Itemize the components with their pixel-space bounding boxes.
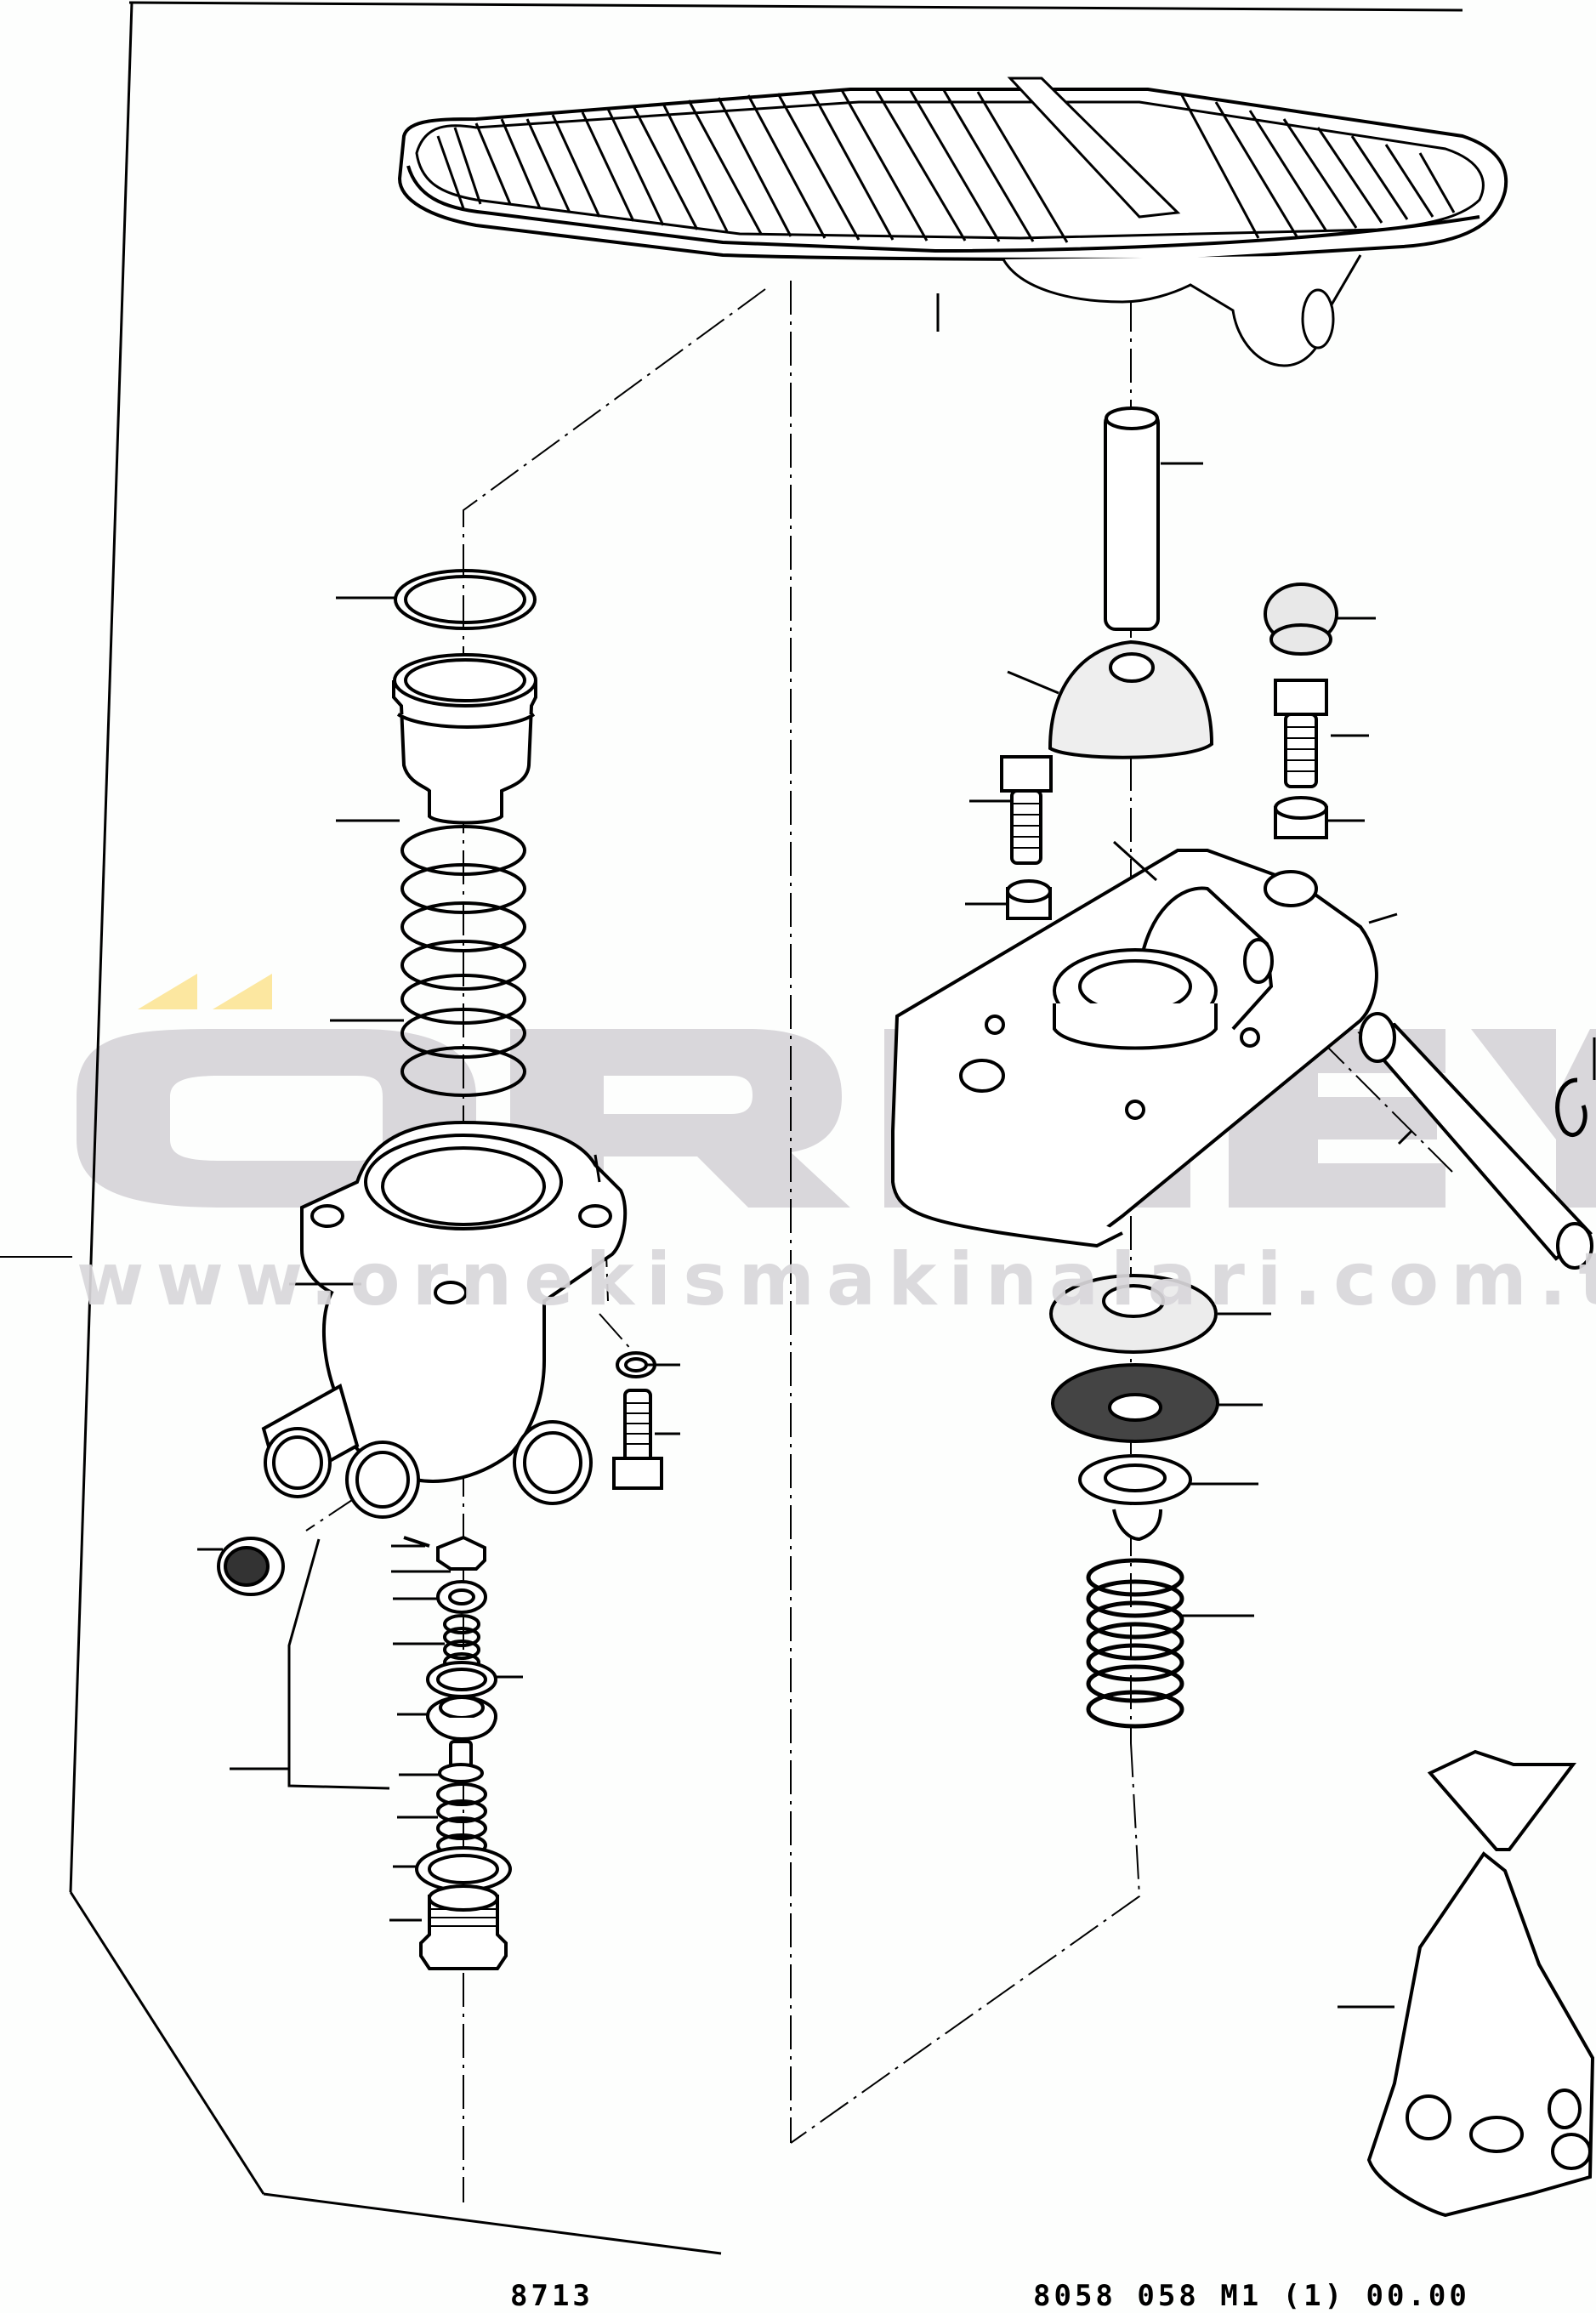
- bolt-left: [1000, 755, 1053, 865]
- spring: [400, 825, 526, 1097]
- figure-code-left: 8713: [510, 2279, 594, 2313]
- figure-code-right: 8058 058 M1 (1) 00.00: [1033, 2279, 1470, 2313]
- seal-ring: [436, 1580, 487, 1614]
- valve-stem: [438, 1740, 484, 1783]
- frame-lines: [0, 1, 1463, 2255]
- pedal-base-plate: [890, 849, 1378, 1248]
- foot-pedal: [397, 77, 1508, 367]
- perforated-disc: [1051, 1363, 1219, 1443]
- rubber-boot: [1048, 639, 1214, 759]
- screw: [612, 1389, 663, 1490]
- washer: [616, 1351, 656, 1378]
- nut-left: [1006, 879, 1052, 920]
- small-spring: [443, 1614, 480, 1673]
- bolt-right: [1274, 679, 1328, 788]
- piston: [392, 653, 537, 825]
- hinge-pin: [1357, 1012, 1593, 1270]
- return-spring: [1086, 1558, 1184, 1729]
- pin: [403, 1536, 430, 1548]
- leader-lines: [197, 293, 1596, 2009]
- valve-body: [261, 1120, 628, 1519]
- plug: [419, 1884, 508, 1970]
- felt-disc: [1049, 1274, 1218, 1354]
- filter-screen: [217, 1537, 285, 1596]
- push-rod: [1104, 406, 1160, 631]
- rubber-cap: [1264, 583, 1338, 656]
- valve-poppet: [436, 1535, 486, 1571]
- gasket: [426, 1661, 497, 1698]
- valve-seat: [426, 1696, 497, 1742]
- group-bracket: [230, 1538, 390, 1790]
- circlip: [1555, 1077, 1587, 1138]
- watermark-url: www.ornekismakinalari.com.tr: [77, 1237, 1596, 1322]
- spring-seat: [1078, 1454, 1192, 1542]
- repair-kit-bag: [1366, 1749, 1595, 2218]
- lower-spring: [436, 1782, 487, 1857]
- lower-gasket: [415, 1846, 512, 1892]
- o-ring: [394, 569, 537, 630]
- nut-right: [1274, 796, 1328, 839]
